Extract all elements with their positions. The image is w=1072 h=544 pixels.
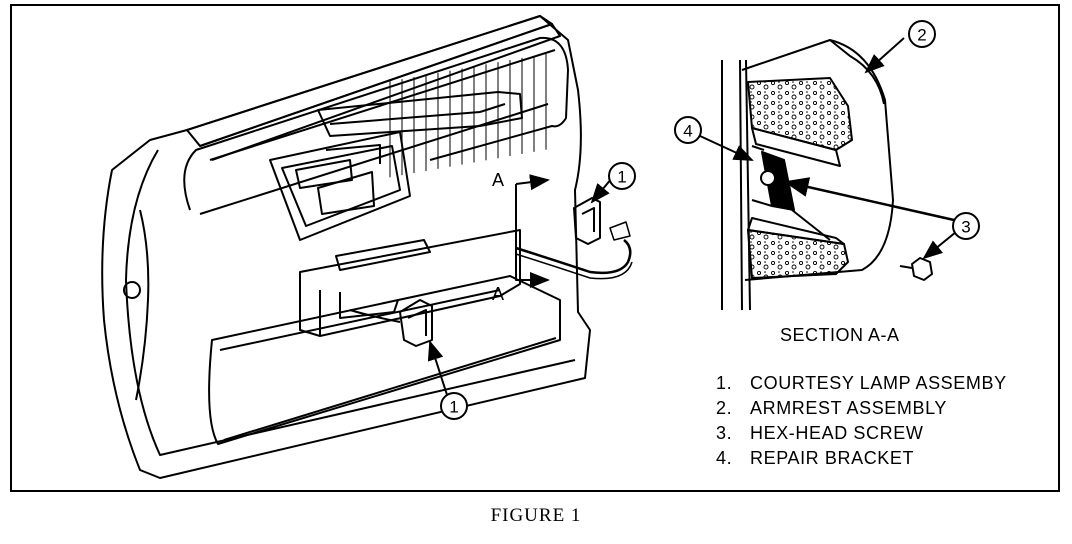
callout-circle-1-top [608, 162, 636, 190]
callout-label-1-bottom: 1 [449, 398, 458, 417]
legend-item: 2. ARMREST ASSEMBLY [716, 396, 1007, 421]
legend-text: REPAIR BRACKET [750, 448, 915, 468]
callout-circle-4 [674, 116, 702, 144]
callout-circle-3 [952, 212, 980, 240]
callout-circle-2 [908, 20, 936, 48]
callout-label-2: 2 [917, 26, 926, 45]
callout-label-3: 3 [961, 218, 970, 237]
legend-item: 1. COURTESY LAMP ASSEMBY [716, 371, 1007, 396]
legend-number: 3. [716, 423, 733, 443]
callout-label-1-top: 1 [617, 168, 626, 187]
door-panel-drawing [101, 15, 633, 479]
figure-frame [10, 4, 1060, 492]
door-armrest [299, 229, 521, 337]
legend-number: 1. [716, 373, 733, 393]
section-title: SECTION A-A [780, 325, 900, 345]
callout-circle-1-bottom [440, 392, 468, 420]
map-pocket [208, 275, 561, 445]
legend-item: 4. REPAIR BRACKET [716, 446, 1007, 471]
lamp-wire-harness [515, 239, 632, 275]
section-mark-lower: A [492, 284, 505, 304]
legend-number: 2. [716, 398, 733, 418]
section-cut-line [515, 184, 534, 281]
figure-caption: FIGURE 1 [490, 505, 582, 526]
hex-head-screw [911, 257, 933, 281]
inner-sheet-metal [721, 59, 751, 311]
legend-text: ARMREST ASSEMBLY [750, 398, 947, 418]
door-outer-shell [101, 15, 591, 479]
callout-label-4: 4 [683, 122, 692, 141]
parts-legend: 1. COURTESY LAMP ASSEMBY 2. ARMREST ASSEMB… [716, 371, 1007, 471]
legend-text: HEX-HEAD SCREW [750, 423, 924, 443]
section-a-a-drawing [699, 37, 957, 311]
legend-text: COURTESY LAMP ASSEMBY [750, 373, 1007, 393]
lamp-housing-upper [573, 197, 601, 245]
door-handle-cutout [269, 131, 411, 241]
door-inner-contour [125, 149, 576, 456]
door-grommet [123, 281, 141, 299]
trim-panel-outline [183, 36, 569, 211]
lamp-housing-lower [399, 299, 433, 347]
legend-item: 3. HEX-HEAD SCREW [716, 421, 1007, 446]
section-mark-upper: A [492, 170, 505, 190]
section-armrest-body [741, 39, 894, 281]
legend-number: 4. [716, 448, 733, 468]
